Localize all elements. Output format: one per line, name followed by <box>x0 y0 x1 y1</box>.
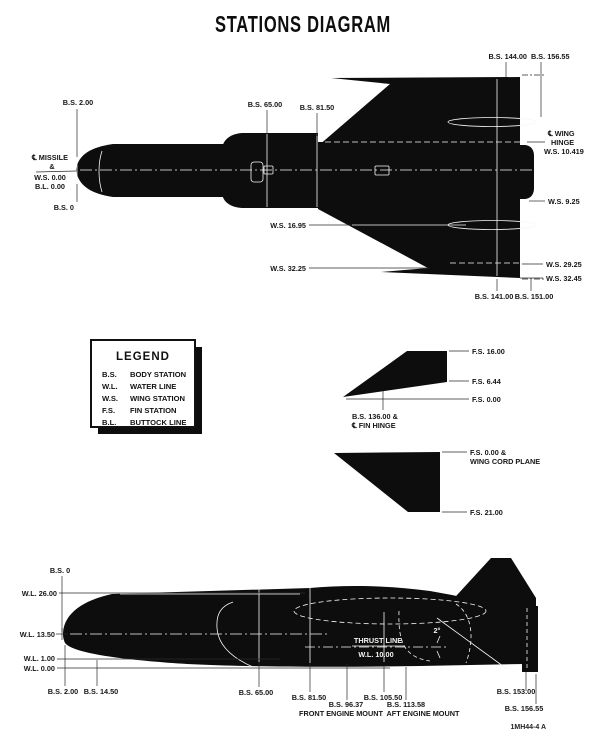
plan-hatch-tab <box>263 165 274 175</box>
legend-abbr-fs: F.S. <box>102 406 115 415</box>
label-wing-hinge-1: ℄ WING <box>547 129 575 138</box>
label-wl-1-00: W.L. 1.00 <box>24 654 55 663</box>
label-bs-156-55: B.S. 156.55 <box>531 52 570 61</box>
legend-title: LEGEND <box>116 351 170 363</box>
label-bs-144-00: B.S. 144.00 <box>488 52 527 61</box>
label-missile-cl-1: ℄ MISSILE <box>31 153 68 162</box>
legend-box <box>90 339 196 428</box>
figure-code: 1MH44-4 A <box>510 724 546 731</box>
label-wing-hinge-3: W.S. 10.419 <box>544 147 584 156</box>
plan-lower-wing <box>318 200 520 278</box>
plan-mid-fairing <box>222 133 318 208</box>
label-wl-0-00: W.L. 0.00 <box>24 664 55 673</box>
label-bs-151-00: B.S. 151.00 <box>515 292 554 301</box>
label-side-bs-0: B.S. 0 <box>50 566 70 575</box>
plan-upper-wing <box>318 77 520 146</box>
angle-tick-upper <box>436 635 441 644</box>
label-ws-9-25: W.S. 9.25 <box>548 197 580 206</box>
angle-tick-lower <box>436 650 441 659</box>
label-incidence-angle: 2° <box>434 626 441 635</box>
label-ws-32-45: W.S. 32.45 <box>546 274 582 283</box>
fin-detail-view: F.S. 16.00 F.S. 6.44 F.S. 0.00 B.S. 136.… <box>343 347 505 430</box>
side-rudder-hidden-arc <box>455 603 472 664</box>
side-view: THRUST LINE W.L. 10.00 2° B.S. 0 W.L. 26… <box>20 558 544 718</box>
label-fin-hinge-2: ℄ FIN HINGE <box>351 421 396 430</box>
label-side-bs-105-50: B.S. 105.50 <box>364 693 403 702</box>
label-fs-21-00: F.S. 21.00 <box>470 508 503 517</box>
side-vertical-fin <box>446 558 536 607</box>
label-wl-10-00: W.L. 10.00 <box>358 650 393 659</box>
wing-section-silhouette <box>334 452 440 512</box>
plan-upper-elevon <box>447 117 537 127</box>
label-side-bs-65-00: B.S. 65.00 <box>239 688 273 697</box>
label-ws-16-95: W.S. 16.95 <box>270 221 306 230</box>
label-bs-141-00: B.S. 141.00 <box>475 292 514 301</box>
legend-abbr-bs: B.S. <box>102 370 117 379</box>
side-fin-le-hidden-line <box>436 617 508 670</box>
legend-label-bl: BUTTOCK LINE <box>130 418 186 427</box>
label-wing-hinge-2: HINGE <box>551 138 574 147</box>
label-missile-cl-2: & <box>49 162 55 171</box>
plan-view: B.S. 2.00 B.S. 0 ℄ MISSILE & W.S. 0.00 B… <box>31 52 584 301</box>
label-missile-cl-3: W.S. 0.00 <box>34 173 66 182</box>
side-wing-root-ellipse <box>293 597 487 625</box>
label-fs-0-00: F.S. 0.00 <box>472 395 501 404</box>
plan-access-hatch <box>250 161 264 183</box>
label-missile-cl-4: B.L. 0.00 <box>35 182 65 191</box>
label-thrust-line: THRUST LINE <box>354 636 402 645</box>
side-fuselage <box>63 586 524 667</box>
legend-abbr-ws: W.S. <box>102 394 118 403</box>
label-bs-81-50: B.S. 81.50 <box>300 103 334 112</box>
label-fs-0-00-cord-2: WING CORD PLANE <box>470 457 540 466</box>
plan-small-panel <box>374 165 390 176</box>
label-bs-65-00: B.S. 65.00 <box>248 100 282 109</box>
label-side-bs-156-55: B.S. 156.55 <box>505 704 544 713</box>
label-ws-29-25: W.S. 29.25 <box>546 260 582 269</box>
label-fin-hinge-1: B.S. 136.00 & <box>352 412 399 421</box>
fin-silhouette <box>343 351 447 397</box>
label-ws-32-25: W.S. 32.25 <box>270 264 306 273</box>
label-side-bs-153-00: B.S. 153.00 <box>497 687 536 696</box>
leader-missile-cl <box>35 170 77 173</box>
legend-label-fs: FIN STATION <box>130 406 177 415</box>
side-tail-block <box>522 606 538 672</box>
label-side-bs-113-58: B.S. 113.58 <box>387 700 425 709</box>
label-fs-6-44: F.S. 6.44 <box>472 377 502 386</box>
plan-tailpipe <box>498 145 534 199</box>
legend-label-bs: BODY STATION <box>130 370 186 379</box>
wing-section-view: F.S. 0.00 & WING CORD PLANE F.S. 21.00 <box>334 448 540 517</box>
label-side-bs-81-50: B.S. 81.50 <box>292 693 326 702</box>
page-title: STATIONS DIAGRAM <box>215 11 391 37</box>
label-side-bs-2-00: B.S. 2.00 <box>48 687 78 696</box>
legend-label-wl: WATER LINE <box>130 382 176 391</box>
legend-label-ws: WING STATION <box>130 394 185 403</box>
label-wl-26-00: W.L. 26.00 <box>22 589 57 598</box>
legend: LEGEND B.S. BODY STATION W.L. WATER LINE… <box>90 339 202 434</box>
label-bs-0: B.S. 0 <box>54 203 74 212</box>
plan-nose-panel-line <box>98 150 103 193</box>
label-side-bs-14-50: B.S. 14.50 <box>84 687 118 696</box>
label-side-bs-96-37: B.S. 96.37 <box>329 700 363 709</box>
label-fs-0-00-cord-1: F.S. 0.00 & <box>470 448 507 457</box>
side-elevator-hidden-arc <box>398 610 431 662</box>
label-fs-16-00: F.S. 16.00 <box>472 347 505 356</box>
legend-abbr-wl: W.L. <box>102 382 118 391</box>
label-front-engine-mount: FRONT ENGINE MOUNT <box>299 709 383 718</box>
label-bs-2-00: B.S. 2.00 <box>63 98 93 107</box>
label-wl-13-50: W.L. 13.50 <box>20 630 55 639</box>
legend-abbr-bl: B.L. <box>102 418 116 427</box>
label-aft-engine-mount: AFT ENGINE MOUNT <box>387 709 461 718</box>
side-fairing-curve <box>216 601 254 668</box>
